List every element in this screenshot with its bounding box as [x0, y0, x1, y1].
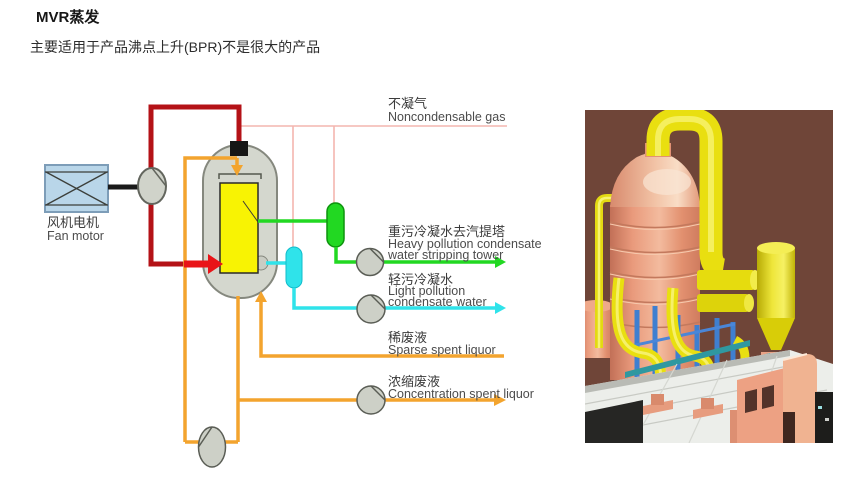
render-shadow-boxes	[815, 392, 833, 443]
light-condensate-line	[266, 246, 506, 314]
light-condensate-separator	[285, 246, 303, 289]
plant-3d-render	[585, 110, 833, 443]
label-fan-motor-en: Fan motor	[47, 229, 104, 243]
fan-motor	[44, 164, 109, 213]
steam-inlet-arrow	[184, 254, 223, 274]
label-light-en1: Light pollution	[388, 284, 465, 298]
sparse-up-arrow	[255, 291, 267, 302]
heavy-condensate-separator	[326, 202, 345, 248]
label-light-zh: 轻污冷凝水	[388, 272, 453, 287]
compressor-fan	[137, 167, 167, 205]
vapor-pipe	[148, 104, 242, 267]
concentrate-pump	[356, 385, 386, 415]
vapor-outlet-nozzle	[230, 141, 248, 156]
feed-down-arrow	[231, 165, 243, 176]
label-fan-motor-zh: 风机电机	[47, 215, 99, 230]
heater-level-line	[242, 200, 259, 223]
render-horizontal-ducts	[697, 270, 760, 312]
label-concentrate-zh: 浓缩废液	[388, 374, 440, 389]
circulation-pump	[197, 426, 227, 468]
label-sparse-en: Sparse spent liquor	[388, 343, 496, 357]
label-sparse-zh: 稀废液	[388, 330, 427, 345]
page-title: MVR蒸发	[36, 9, 100, 26]
light-condensate-pump	[356, 294, 386, 324]
label-heavy-zh: 重污冷凝水去汽提塔	[388, 224, 505, 239]
label-concentrate-en: Concentration spent liquor	[388, 387, 534, 401]
page-subtitle: 主要适用于产品沸点上升(BPR)不是很大的产品	[30, 39, 321, 55]
heavy-condensate-pump	[355, 247, 385, 277]
feed-distributor	[218, 173, 262, 179]
label-noncondensable-zh: 不凝气	[388, 96, 427, 111]
label-heavy-en2: water stripping tower	[387, 248, 503, 262]
heavy-condensate-line	[258, 202, 506, 268]
feed-pipe	[183, 156, 506, 444]
pumps	[197, 247, 386, 468]
vent-line	[241, 125, 507, 247]
evaporator-vessel	[202, 141, 278, 299]
concentrate-arrow	[494, 394, 506, 406]
render-vapor-duct	[646, 110, 726, 282]
render-left-pipe	[595, 194, 615, 348]
heater-block	[219, 182, 259, 274]
label-light-en2: condensate water	[388, 295, 487, 309]
label-noncondensable-en: Noncondensable gas	[388, 110, 505, 124]
label-heavy-en1: Heavy pollution condensate	[388, 237, 542, 251]
render-building	[730, 353, 817, 443]
